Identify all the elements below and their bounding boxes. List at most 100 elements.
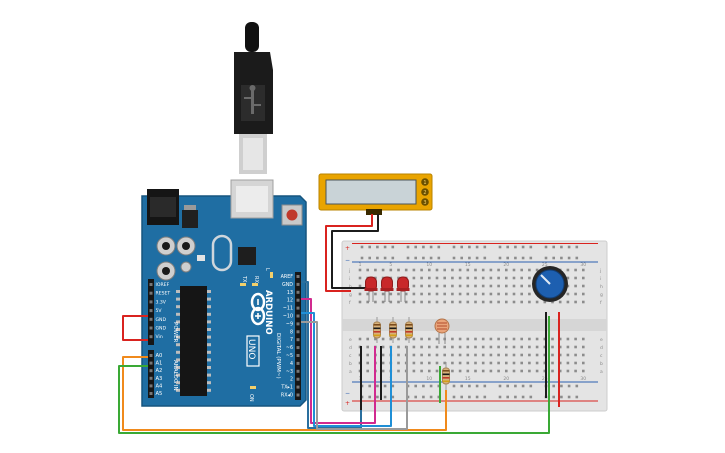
- row-label: j: [599, 268, 601, 274]
- analog-pin-label: A0: [156, 353, 163, 359]
- analog-pin-label: A2: [156, 368, 163, 374]
- on-label: ON: [248, 394, 254, 402]
- power-pin-label: IOREF: [156, 282, 170, 288]
- lcd-module[interactable]: 1 2 3: [318, 173, 433, 215]
- row-label: f: [600, 300, 602, 306]
- wire-a1[interactable]: [118, 316, 550, 434]
- arduino-uno-board[interactable]: TX RX L ON ARDUINO UNO IOREFRESET3.3V5VG…: [141, 179, 307, 407]
- usb-cable-wire: [245, 22, 259, 52]
- lcd-screen: [325, 179, 417, 205]
- rail-minus-label: −: [345, 390, 350, 397]
- crystal-oscillator: [211, 234, 233, 272]
- column-number: 25: [542, 376, 548, 382]
- digital-pin-label: TX▸1: [280, 385, 293, 391]
- digital-pin-label: 2: [290, 377, 293, 383]
- analog-pin-label: A4: [156, 383, 164, 389]
- usb-symbol-icon: [244, 85, 261, 114]
- red-led[interactable]: [364, 276, 378, 302]
- wires: [118, 214, 560, 434]
- voltage-regulator: [182, 210, 198, 228]
- red-led[interactable]: [396, 276, 410, 302]
- row-label: f: [349, 300, 351, 306]
- power-pin-label: RESET: [156, 291, 171, 297]
- digital-pin-label: 4: [290, 361, 293, 367]
- leds: [364, 276, 410, 302]
- column-number: 30: [580, 376, 586, 382]
- row-label: d: [349, 345, 352, 351]
- potentiometer[interactable]: [532, 266, 568, 302]
- power-header-label: POWER: [172, 322, 178, 343]
- column-number: 15: [465, 376, 471, 382]
- tx-label: TX: [241, 275, 247, 283]
- row-label: g: [349, 293, 352, 298]
- wire-a0[interactable]: [122, 356, 447, 431]
- digital-pin-label: 7: [290, 337, 293, 343]
- lcd-button[interactable]: [421, 198, 429, 206]
- resistors: [373, 317, 450, 390]
- column-number: 10: [426, 262, 432, 268]
- wire-5v[interactable]: [122, 315, 148, 341]
- usb-cable[interactable]: [234, 22, 273, 174]
- power-pin-label: 5V: [156, 308, 163, 314]
- rail-minus-label: −: [345, 257, 350, 264]
- rail-plus-label: +: [345, 245, 350, 252]
- lcd-button-label: 3: [423, 200, 426, 206]
- row-label: c: [600, 354, 603, 359]
- row-label: c: [349, 354, 352, 359]
- capacitor-4: [180, 261, 192, 273]
- lcd-button[interactable]: [421, 188, 429, 196]
- column-number: 5: [389, 262, 392, 268]
- column-number: 20: [503, 376, 509, 382]
- analog-header-label: ANALOG IN: [172, 360, 178, 391]
- breadboard-holes: [358, 268, 585, 373]
- wire-d10[interactable]: [301, 312, 392, 427]
- analog-header: [148, 350, 154, 398]
- lcd-button-label: 1: [423, 180, 426, 186]
- l-led: [270, 272, 273, 278]
- resistor[interactable]: [405, 317, 413, 343]
- photoresistor[interactable]: [434, 318, 450, 344]
- column-number: 10: [426, 376, 432, 382]
- wire-lcd-vcc[interactable]: [325, 214, 373, 292]
- row-label: j: [348, 268, 350, 274]
- column-number: 20: [503, 262, 509, 268]
- digital-pin-label: 13: [287, 290, 293, 296]
- usb-controller-chip: [238, 247, 256, 265]
- resistor[interactable]: [442, 362, 450, 390]
- row-label: a: [349, 370, 352, 375]
- row-label: d: [600, 345, 603, 351]
- digital-pin-label: ~9: [286, 321, 293, 327]
- atmega-chip: [180, 286, 207, 396]
- analog-pin-label: A1: [156, 361, 163, 367]
- digital-pin-label: ~11: [283, 306, 293, 312]
- power-pin-label: GND: [156, 326, 167, 332]
- resistor[interactable]: [389, 317, 397, 343]
- reset-button-cap[interactable]: [286, 209, 298, 221]
- model-badge: UNO: [246, 335, 260, 367]
- column-number: 1: [359, 262, 362, 268]
- wire-d9[interactable]: [301, 321, 408, 430]
- lcd-connector: [366, 209, 382, 215]
- wire-lcd-gnd[interactable]: [331, 214, 379, 289]
- lcd-buttons: 1 2 3: [421, 178, 429, 206]
- tx-led: [240, 283, 246, 286]
- power-pin-label: 3.3V: [156, 299, 167, 305]
- row-label: i: [600, 276, 601, 282]
- digital-pin-label: AREF: [281, 274, 294, 280]
- row-label: e: [600, 338, 603, 343]
- row-label: e: [349, 338, 352, 343]
- column-number: 25: [542, 262, 548, 268]
- brand-text: ARDUINO: [263, 290, 273, 335]
- row-label: g: [600, 293, 603, 298]
- lcd-button-label: 2: [423, 190, 426, 196]
- power-pin-label: Vin: [156, 334, 163, 340]
- resistor[interactable]: [373, 317, 381, 343]
- model-text: UNO: [246, 339, 256, 359]
- analog-pin-label: A5: [156, 391, 163, 397]
- wire-d11[interactable]: [301, 298, 376, 424]
- lcd-button[interactable]: [421, 178, 429, 186]
- red-led[interactable]: [380, 276, 394, 302]
